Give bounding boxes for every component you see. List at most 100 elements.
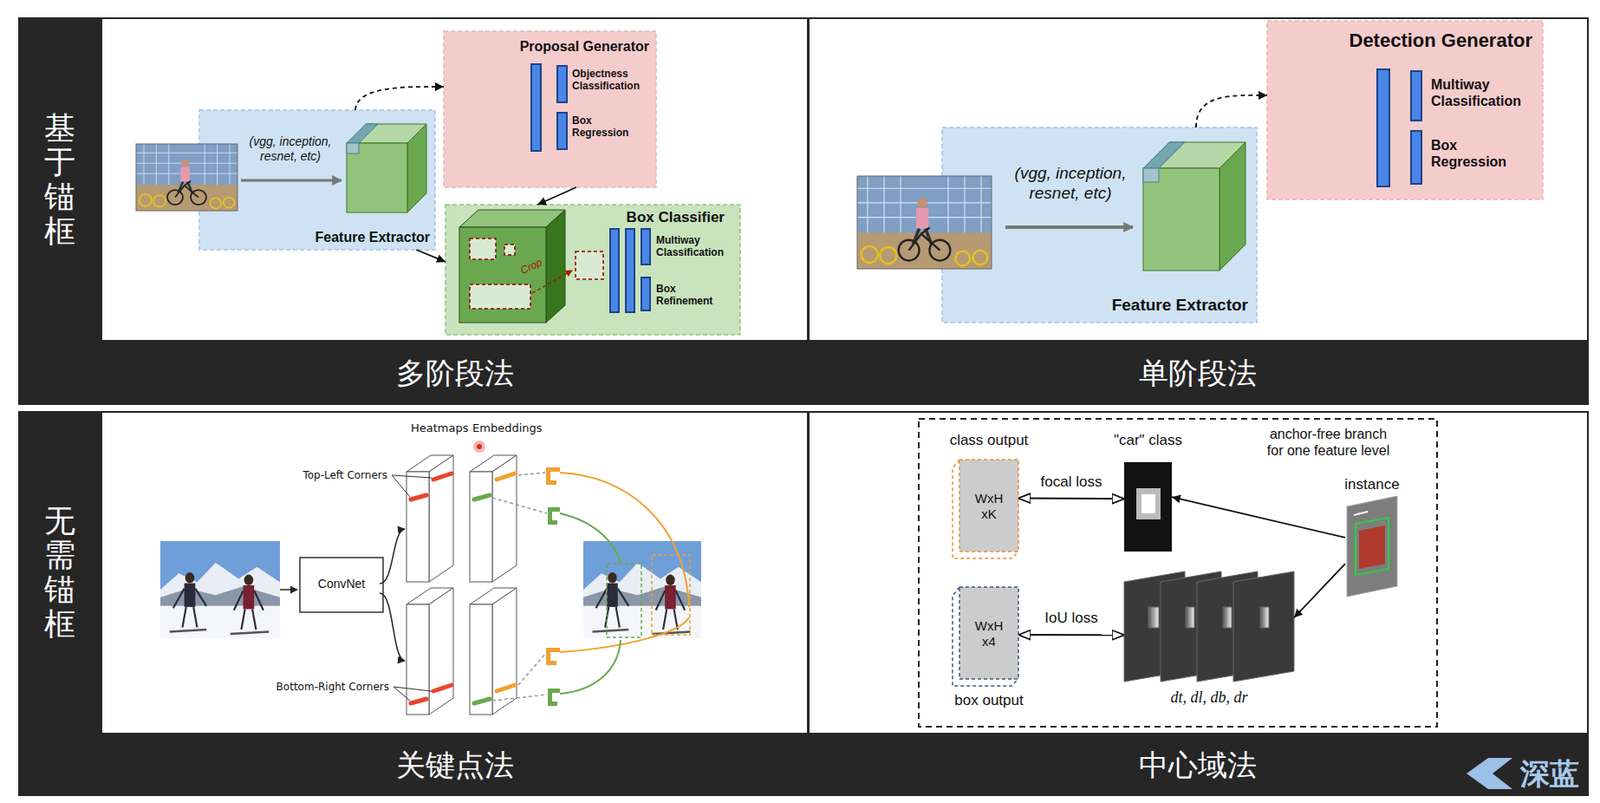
process-box: ConvNet (299, 557, 384, 612)
feature-extractor-region: (vgg, inception, resnet, etc) Feature Ext… (942, 127, 1257, 323)
edge-label: focal loss (1038, 473, 1106, 491)
feature-cube (1143, 168, 1220, 271)
feature-slab (406, 604, 430, 715)
label-slot: 关键点法 (396, 747, 514, 783)
layer-bars (1411, 71, 1422, 121)
leader-line (393, 686, 432, 691)
embedding-brackets (546, 467, 560, 706)
feature-cube (1143, 168, 1159, 183)
detection-generator-box: Detection GeneratorMultiway Classificati… (1267, 20, 1543, 200)
feature-cube (346, 123, 427, 213)
feature-slab (406, 471, 430, 582)
embedding-brackets (547, 507, 560, 525)
text-slot: Box Refinement (656, 282, 728, 308)
node-text: instance (1327, 475, 1417, 494)
text-slot: Box Regression (572, 114, 644, 140)
text-slot: anchor-free branch for one feature level (1261, 425, 1396, 459)
node-text: anchor-free branch for one feature level (1261, 425, 1396, 459)
feature-slab (406, 455, 517, 715)
layer-bars (1377, 69, 1422, 187)
embedding-brackets (546, 647, 560, 652)
section-label: 基于锚框 (44, 110, 76, 248)
crop-region (469, 238, 496, 260)
connector (1018, 633, 1125, 636)
center-mask (1141, 494, 1156, 514)
distance-maps (1124, 571, 1295, 682)
watermark-logo (1466, 757, 1513, 789)
corner-marks (410, 494, 427, 500)
layer-bars (531, 64, 541, 151)
photo (136, 143, 238, 211)
text-slot: Multiway Classification (656, 234, 728, 260)
detected-boxes (606, 563, 642, 638)
node-text: (vgg, inception, resnet, etc) (1005, 163, 1136, 204)
node-shape (1124, 461, 1172, 552)
instance-photo (1346, 495, 1398, 597)
section-label: 无需锚框 (44, 503, 76, 641)
embedding-brackets (546, 471, 551, 481)
feature-cube (1219, 142, 1246, 271)
text-slot: Box Regression (1430, 136, 1527, 170)
corner-marks (496, 473, 515, 480)
layer-bars (557, 65, 567, 103)
layer-bars (641, 277, 651, 311)
node-text: class output (936, 431, 1041, 449)
embedding-links (492, 497, 547, 514)
node-text: Detection Generator (1349, 29, 1534, 53)
distance-maps (1148, 606, 1159, 628)
corner-marks (410, 473, 515, 703)
text-slot: Detection Generator (1349, 29, 1534, 53)
detected-boxes (606, 554, 690, 638)
feature-cube (1143, 142, 1246, 271)
node-shape (443, 31, 657, 188)
flow-arrow (379, 592, 405, 661)
instance-photo (1353, 511, 1368, 515)
flow-arrow (1005, 225, 1133, 229)
label-slot: Heatmaps (410, 421, 469, 436)
feature-cube (459, 227, 547, 323)
flow-arrow (240, 179, 342, 183)
text-slot: Feature Extractor (1112, 295, 1249, 316)
instance-photo (1359, 525, 1386, 569)
proposal-generator-box: Proposal GeneratorObjectness Classificat… (443, 31, 657, 188)
label-slot: 中心域法 (1138, 747, 1257, 783)
instance-photo (1355, 517, 1389, 575)
embedding-links (559, 639, 621, 694)
embedding-brackets (546, 467, 560, 485)
box-classifier-box: Box ClassifierCrop Multiway Classificatio… (445, 204, 741, 335)
corner-marks (410, 698, 427, 703)
crop-arrow (532, 270, 573, 293)
label-text: 单阶段法 (1138, 355, 1257, 391)
label-text: Bottom-Right Corners (276, 680, 390, 693)
distance-maps (1260, 606, 1269, 628)
embedding-brackets (546, 647, 560, 665)
embedding-links (492, 694, 547, 701)
corner-marks (433, 473, 452, 480)
panel (809, 19, 1587, 340)
embedding-links (559, 617, 690, 652)
node-text: Crop (518, 255, 545, 277)
layer-bars (557, 112, 567, 150)
connector (355, 86, 444, 111)
node-text: Objectness Classification (572, 67, 644, 93)
embedding-brackets (546, 660, 557, 665)
text-slot: ConvNet (299, 576, 384, 592)
node-text: Feature Extractor (315, 228, 431, 246)
corner-marks (474, 698, 490, 703)
text-slot: Box Classifier (626, 208, 725, 227)
node-shape (959, 459, 1019, 552)
crop-region (469, 284, 531, 309)
node-shape (918, 418, 1438, 727)
connector (1171, 496, 1346, 538)
node-text: (vgg, inception, resnet, etc) (242, 134, 339, 164)
node-shape (1267, 20, 1543, 200)
label-slot: 深蓝 (1520, 755, 1580, 792)
corner-marks (433, 684, 452, 691)
embedding-brackets (547, 507, 560, 512)
distance-maps (1185, 606, 1195, 628)
text-slot: Objectness Classification (572, 67, 644, 93)
feature-slab (429, 455, 454, 582)
text-slot: Multiway Classification (1430, 76, 1527, 110)
label-text: Embeddings (472, 421, 543, 436)
